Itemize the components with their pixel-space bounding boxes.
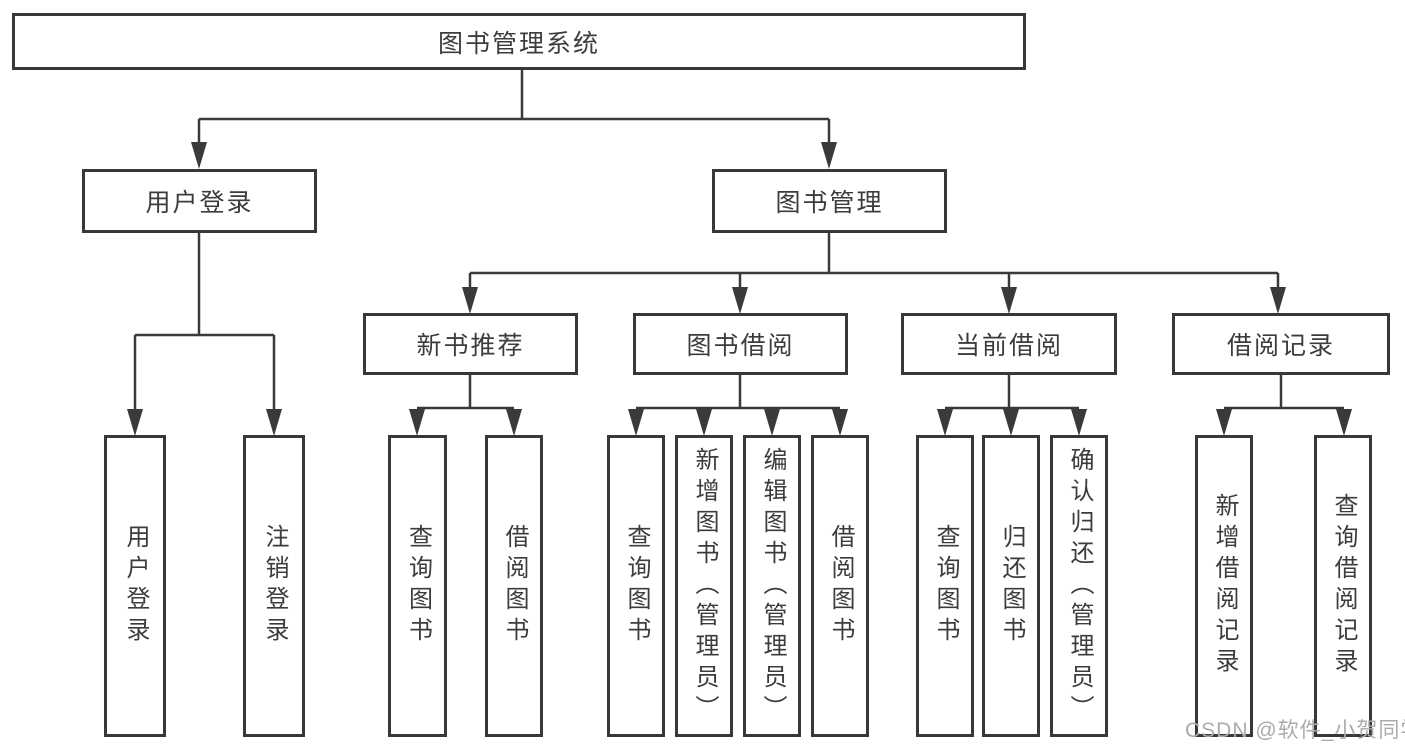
node-book-management: 图书管理 bbox=[712, 169, 947, 233]
arrow-icon bbox=[1216, 409, 1232, 436]
leaf-query-books-borrowing: 查询图书 bbox=[607, 435, 665, 737]
arrowhead-icons bbox=[127, 142, 1352, 436]
node-current-borrowing: 当前借阅 bbox=[901, 313, 1117, 375]
arrow-icon bbox=[1001, 287, 1017, 314]
node-library-system: 图书管理系统 bbox=[12, 13, 1026, 70]
arrow-icon bbox=[127, 409, 143, 436]
arrow-icon bbox=[409, 409, 425, 436]
leaf-user-login: 用户登录 bbox=[104, 435, 166, 737]
leaf-add-books-admin: 新增图书（管理员） bbox=[675, 435, 733, 737]
arrow-icon bbox=[832, 409, 848, 436]
leaf-query-borrow-record: 查询借阅记录 bbox=[1314, 435, 1372, 737]
arrow-icon bbox=[1270, 287, 1286, 314]
leaf-edit-books-admin: 编辑图书（管理员） bbox=[743, 435, 801, 737]
arrow-icon bbox=[1071, 409, 1087, 436]
arrow-icon bbox=[191, 142, 207, 169]
leaf-borrow-books-recommend: 借阅图书 bbox=[485, 435, 543, 737]
watermark-text: CSDN @软件_小贺同学 bbox=[1185, 719, 1405, 742]
arrow-icon bbox=[628, 409, 644, 436]
arrow-icon bbox=[937, 409, 953, 436]
arrow-icon bbox=[732, 287, 748, 314]
arrow-icon bbox=[462, 287, 478, 314]
leaf-add-borrow-record: 新增借阅记录 bbox=[1195, 435, 1253, 737]
arrow-icon bbox=[266, 409, 282, 436]
leaf-query-books-recommend: 查询图书 bbox=[388, 435, 447, 737]
arrow-icon bbox=[764, 409, 780, 436]
arrow-icon bbox=[821, 142, 837, 169]
arrow-icon bbox=[696, 409, 712, 436]
leaf-return-books: 归还图书 bbox=[982, 435, 1040, 737]
arrow-icon bbox=[1003, 409, 1019, 436]
leaf-query-books-current: 查询图书 bbox=[916, 435, 974, 737]
leaf-confirm-return-admin: 确认归还（管理员） bbox=[1050, 435, 1108, 737]
leaf-borrow-books-borrowing: 借阅图书 bbox=[811, 435, 869, 737]
tree-edges bbox=[133, 70, 1344, 410]
arrow-icon bbox=[506, 409, 522, 436]
leaf-logout: 注销登录 bbox=[243, 435, 305, 737]
node-book-borrowing: 图书借阅 bbox=[633, 313, 848, 375]
node-user-login: 用户登录 bbox=[82, 169, 317, 233]
arrow-icon bbox=[1336, 409, 1352, 436]
node-borrowing-records: 借阅记录 bbox=[1172, 313, 1390, 375]
node-new-book-recommendation: 新书推荐 bbox=[363, 313, 578, 375]
